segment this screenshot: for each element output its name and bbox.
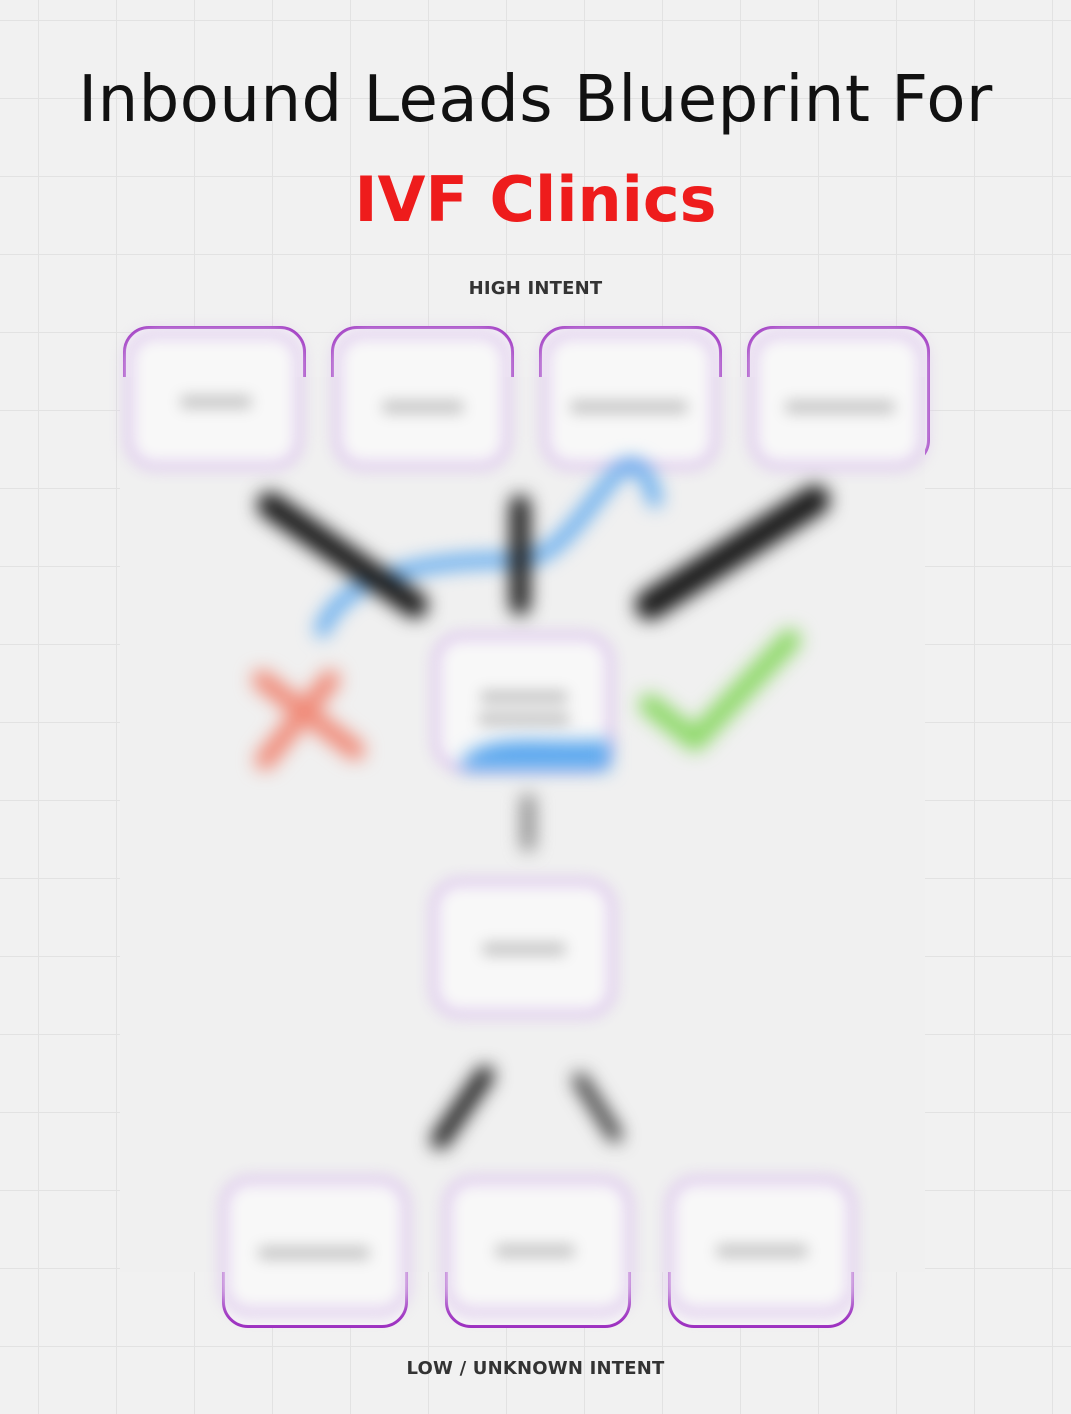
blue-route-path xyxy=(315,458,662,637)
blurred-text xyxy=(785,400,895,414)
blurred-text xyxy=(382,400,464,414)
cross-icon xyxy=(252,670,365,770)
arrow-to-bottom-3 xyxy=(573,1073,622,1142)
check-icon xyxy=(639,629,801,751)
page-title: Inbound Leads Blueprint For xyxy=(78,63,993,137)
high-intent-label: HIGH INTENT xyxy=(468,278,603,299)
blurred-text xyxy=(478,712,570,726)
arrow-from-node-1 xyxy=(257,492,428,618)
blurred-top-box-4 xyxy=(749,330,927,470)
blurred-text xyxy=(570,400,688,414)
blurred-text xyxy=(716,1244,808,1258)
low-intent-label: LOW / UNKNOWN INTENT xyxy=(406,1358,665,1379)
blurred-text xyxy=(480,690,568,704)
blurred-text xyxy=(482,942,566,956)
blue-fill-wave xyxy=(462,740,610,770)
blurred-top-box-2 xyxy=(333,330,511,470)
arrow-to-bottom-1 xyxy=(431,1066,494,1149)
blurred-text xyxy=(495,1244,575,1258)
blurred-text xyxy=(258,1246,370,1260)
blurred-text xyxy=(180,395,252,409)
page-subtitle: IVF Clinics xyxy=(354,163,717,236)
arrow-from-node-4 xyxy=(635,485,830,620)
